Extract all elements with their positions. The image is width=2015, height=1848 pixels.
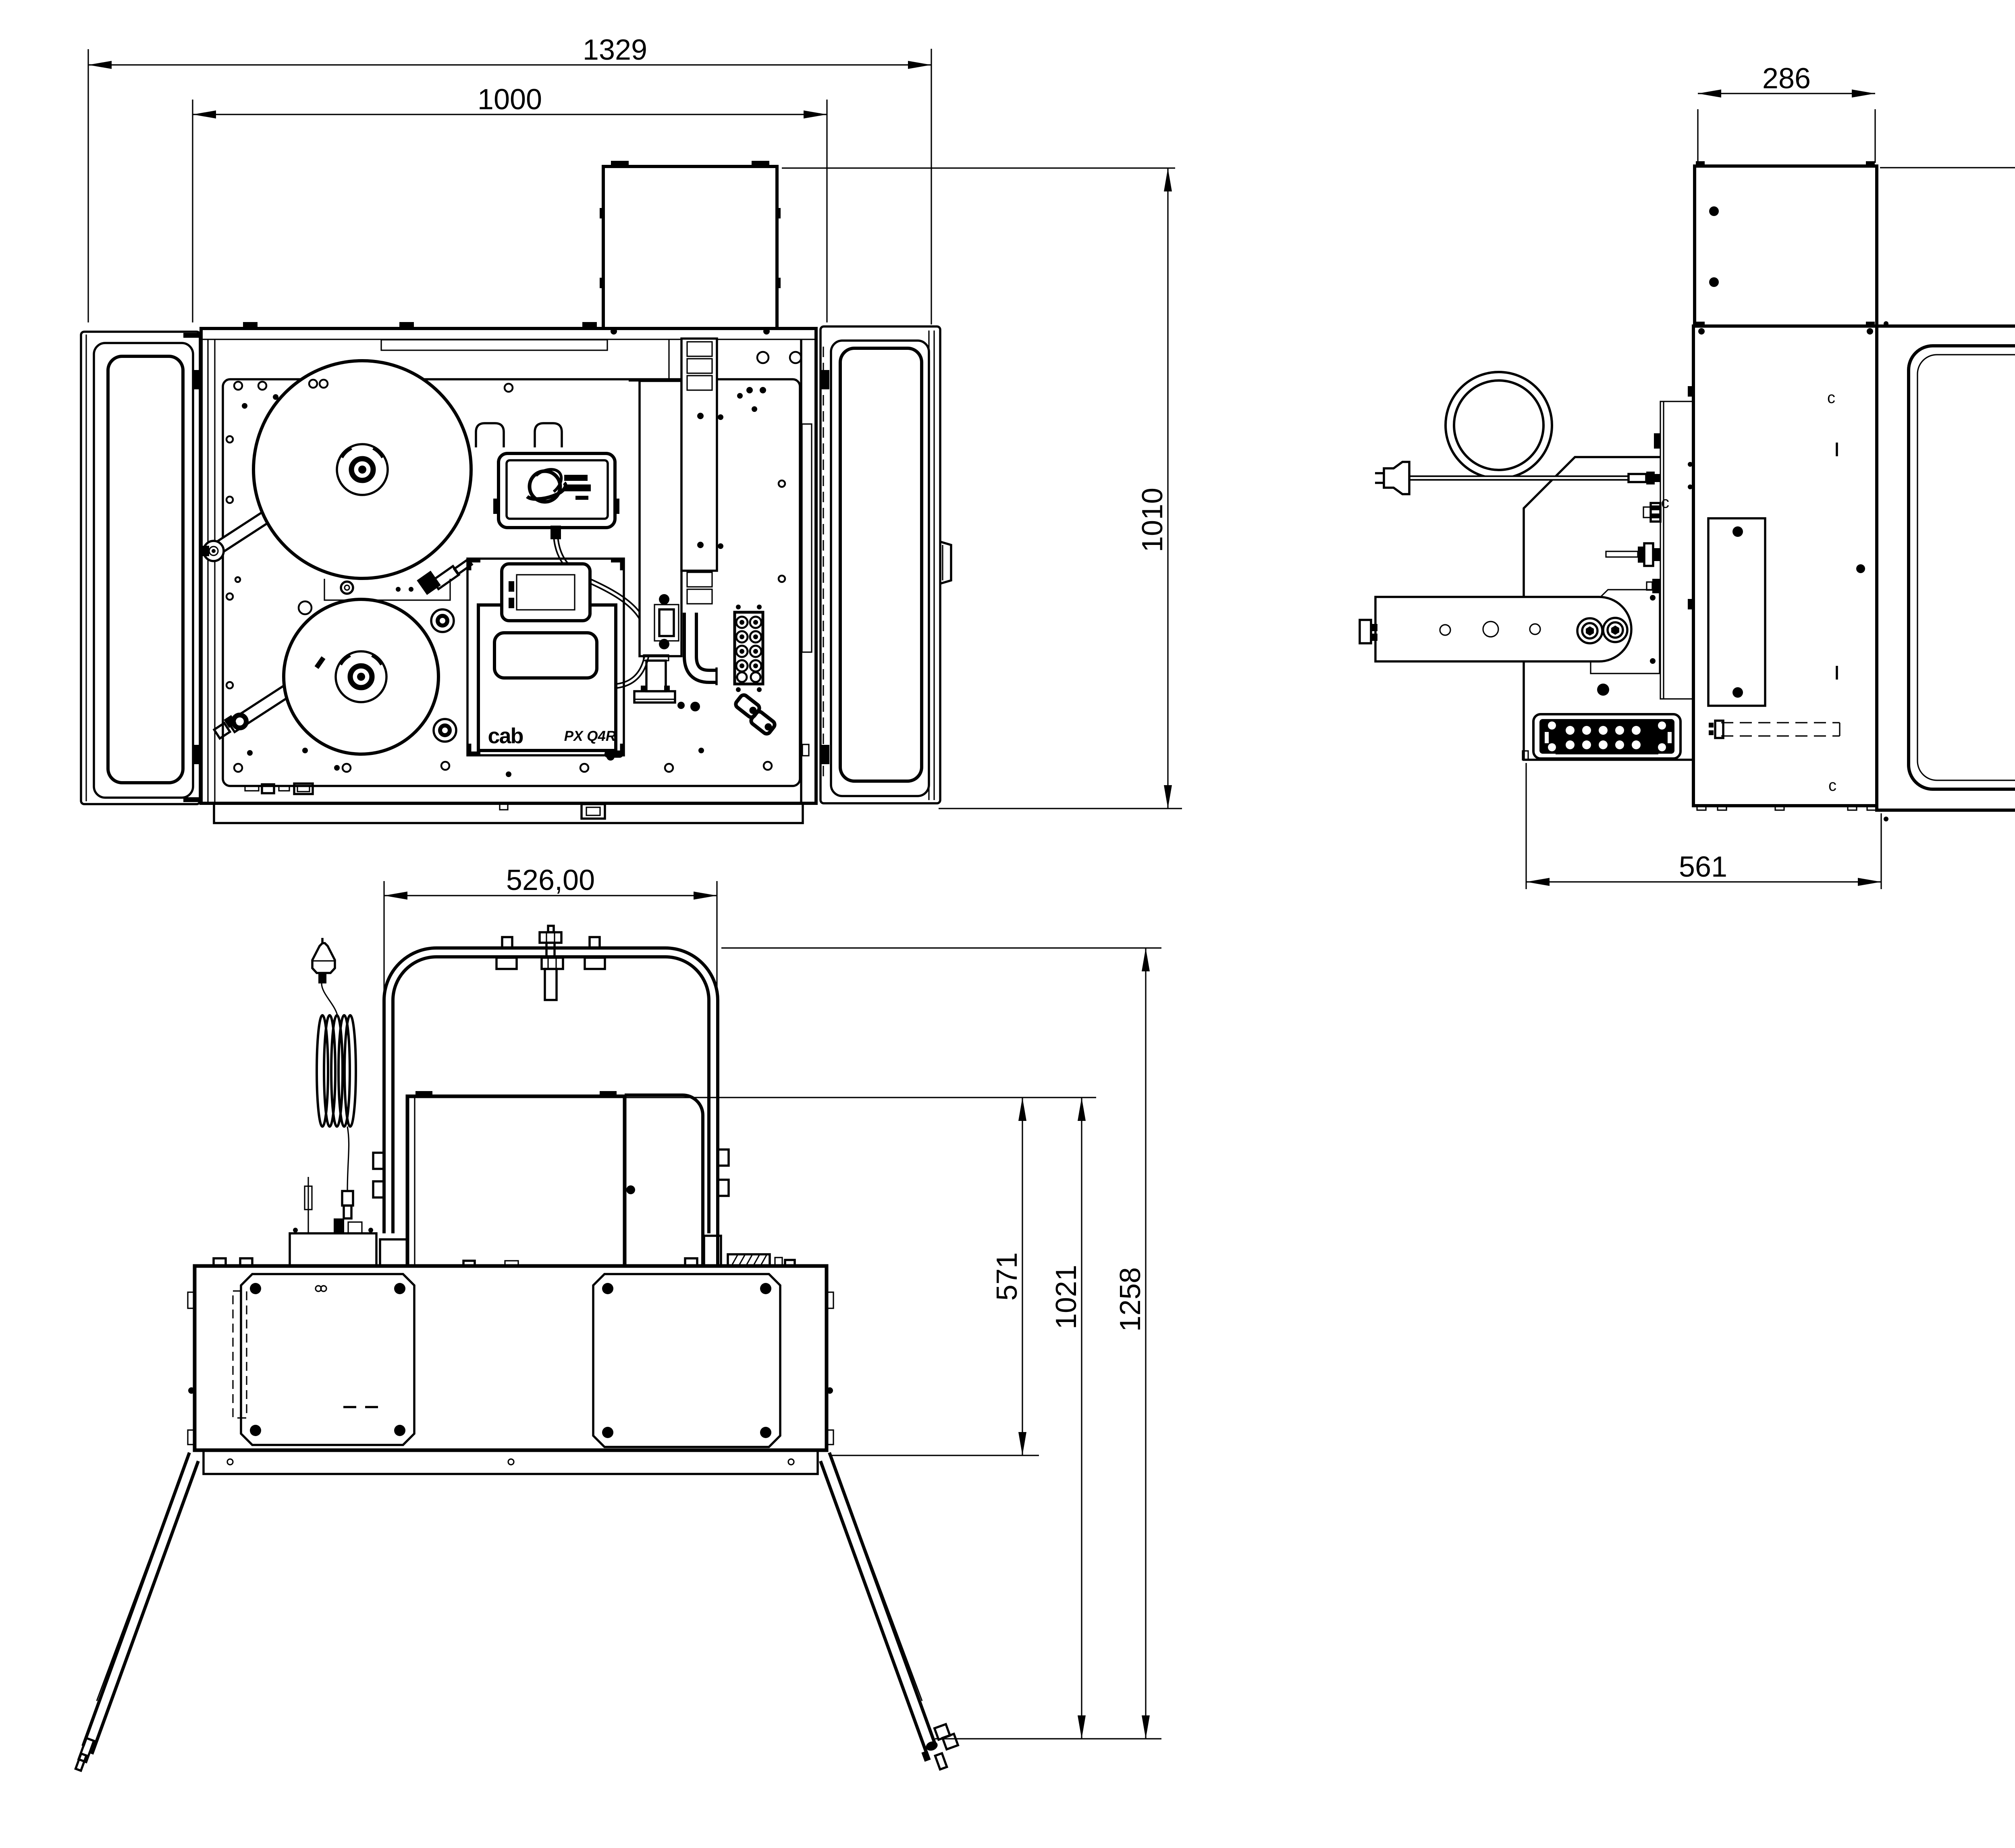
svg-text:c: c xyxy=(1827,389,1835,407)
svg-text:c: c xyxy=(1661,494,1669,511)
svg-text:286: 286 xyxy=(1762,62,1811,95)
svg-text:1010: 1010 xyxy=(1136,488,1169,552)
svg-text:561: 561 xyxy=(1679,851,1727,883)
svg-text:526,00: 526,00 xyxy=(506,864,595,896)
svg-text:1258: 1258 xyxy=(1114,1267,1147,1332)
svg-text:1021: 1021 xyxy=(1050,1265,1082,1329)
svg-text:c: c xyxy=(1828,777,1836,794)
svg-text:cab: cab xyxy=(488,724,523,748)
svg-text:1000: 1000 xyxy=(478,83,542,116)
svg-text:1329: 1329 xyxy=(583,34,647,66)
svg-text:PX Q4R: PX Q4R xyxy=(564,728,616,744)
svg-text:571: 571 xyxy=(991,1252,1023,1301)
